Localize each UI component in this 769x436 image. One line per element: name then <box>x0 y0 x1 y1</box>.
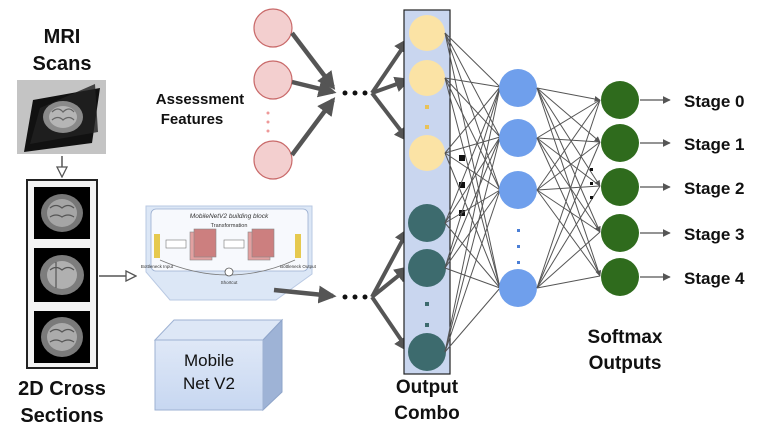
stage-label: Stage 2 <box>684 179 744 198</box>
stage-label: Stage 3 <box>684 225 744 244</box>
output-node <box>601 81 639 119</box>
mobilenet-label-2: Net V2 <box>183 374 235 393</box>
ellipsis-dot <box>266 129 270 133</box>
assessment-label-1: Assessment <box>156 91 244 108</box>
stage-label: Stage 0 <box>684 92 744 111</box>
block-input-label: Bottleneck Input <box>141 264 174 269</box>
hidden-node <box>499 69 537 107</box>
hidden-to-output-connections <box>536 87 602 289</box>
assessment-label-2: Features <box>161 111 224 128</box>
combo-feature-nodes <box>409 15 445 171</box>
ellipsis-dot <box>266 111 270 115</box>
block-diagram-title: MobileNetV2 building block <box>190 213 269 220</box>
cross-sections-title-1: 2D Cross <box>18 378 106 400</box>
output-combo-label-2: Combo <box>394 403 459 424</box>
output-node <box>601 124 639 162</box>
combo-feature-node <box>409 15 445 51</box>
ellipsis-dot <box>266 120 270 124</box>
image-to-combo-arrows <box>370 227 411 353</box>
mobilenet-funnel: MobileNetV2 building block Transformatio… <box>141 205 317 301</box>
scans-title: Scans <box>33 53 92 75</box>
mobilenet-box <box>153 318 284 412</box>
mri-scan-image <box>17 80 106 154</box>
output-nodes <box>601 81 639 296</box>
arrow-mobilenet-to-ellipsis <box>273 285 337 304</box>
output-node <box>601 258 639 296</box>
assessment-ellipsis <box>342 90 368 96</box>
cross-sections-title-2: Sections <box>20 405 103 427</box>
block-output-label: Bottleneck Output <box>280 264 317 269</box>
mri-title: MRI <box>44 26 81 48</box>
assessment-to-combo-arrows <box>370 37 412 143</box>
hidden-node <box>499 171 537 209</box>
output-combo-label-1: Output <box>396 377 459 398</box>
combo-feature-node <box>409 135 445 171</box>
assessment-node <box>253 140 293 180</box>
combo-to-hidden-connections <box>444 32 501 353</box>
output-node <box>601 214 639 252</box>
stage-label: Stage 1 <box>684 135 744 154</box>
output-node <box>601 168 639 206</box>
assessment-nodes <box>253 8 293 180</box>
block-transform-label: Transformation <box>211 223 248 229</box>
hidden-side-ellipsis <box>590 168 593 199</box>
stage-labels: Stage 0 Stage 1 Stage 2 Stage 3 Stage 4 <box>684 92 745 288</box>
assessment-arrows <box>290 31 337 157</box>
combo-image-node <box>408 204 446 242</box>
hidden-node <box>499 119 537 157</box>
image-ellipsis <box>342 294 368 300</box>
cross-sections-panel <box>26 179 98 369</box>
stage-label: Stage 4 <box>684 269 745 288</box>
softmax-label-1: Softmax <box>588 327 663 348</box>
combo-image-nodes <box>408 204 446 371</box>
hidden-nodes <box>499 69 537 307</box>
mobilenet-label-1: Mobile <box>184 351 234 370</box>
assessment-node <box>253 60 293 100</box>
assessment-node <box>253 8 293 48</box>
combo-image-node <box>408 249 446 287</box>
output-arrows <box>640 96 671 281</box>
block-shortcut-label: Shortcut <box>221 280 239 285</box>
hidden-node <box>499 269 537 307</box>
combo-feature-node <box>409 60 445 96</box>
combo-image-node <box>408 333 446 371</box>
softmax-label-2: Outputs <box>589 353 662 374</box>
